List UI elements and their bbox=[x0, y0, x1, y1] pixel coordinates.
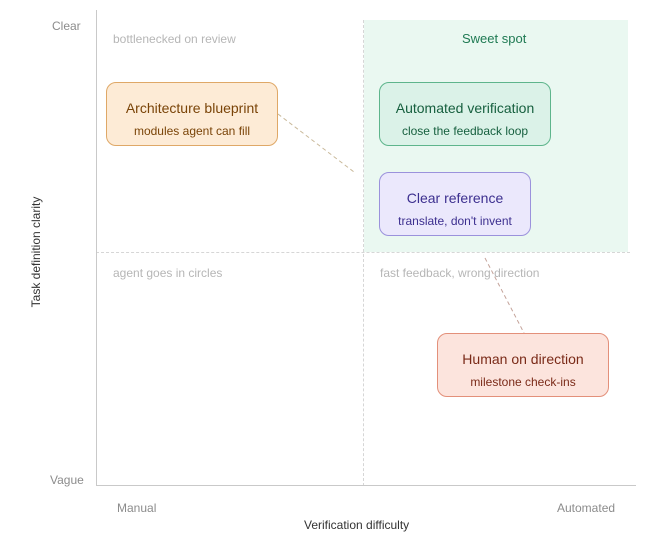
quadrant-label-bottom-left: agent goes in circles bbox=[113, 266, 223, 280]
card-title: Automated verification bbox=[395, 100, 535, 116]
quadrant-divider-vertical bbox=[363, 20, 364, 486]
sweet-spot-label: Sweet spot bbox=[462, 31, 527, 46]
card-subtitle: milestone check-ins bbox=[470, 375, 576, 389]
card-subtitle: close the feedback loop bbox=[401, 124, 529, 138]
x-axis-label: Verification difficulty bbox=[304, 518, 410, 532]
card-title: Architecture blueprint bbox=[125, 100, 259, 116]
card-automated-verification: Automated verification close the feedbac… bbox=[379, 82, 551, 146]
x-tick-automated: Automated bbox=[557, 501, 616, 515]
y-axis-label: Task definition clarity bbox=[29, 196, 43, 308]
x-tick-manual: Manual bbox=[117, 501, 157, 515]
quadrant-label-bottom-right: fast feedback, wrong direction bbox=[380, 266, 540, 280]
y-axis-line bbox=[96, 10, 97, 486]
quadrant-divider-horizontal bbox=[96, 252, 630, 253]
quadrant-label-top-left: bottlenecked on review bbox=[113, 32, 236, 46]
y-tick-clear: Clear bbox=[52, 19, 81, 33]
connector-architecture-to-zone bbox=[277, 113, 355, 173]
card-clear-reference: Clear reference translate, don't invent bbox=[379, 172, 531, 236]
card-human-on-direction: Human on direction milestone check-ins bbox=[437, 333, 609, 397]
card-architecture-blueprint: Architecture blueprint modules agent can… bbox=[106, 82, 278, 146]
x-axis-line bbox=[96, 485, 636, 486]
connector-human-to-zone bbox=[484, 257, 525, 334]
y-tick-vague: Vague bbox=[50, 473, 84, 487]
card-title: Human on direction bbox=[462, 351, 584, 367]
card-subtitle: modules agent can fill bbox=[133, 124, 251, 138]
card-title: Clear reference bbox=[406, 190, 504, 206]
card-subtitle: translate, don't invent bbox=[398, 214, 512, 228]
